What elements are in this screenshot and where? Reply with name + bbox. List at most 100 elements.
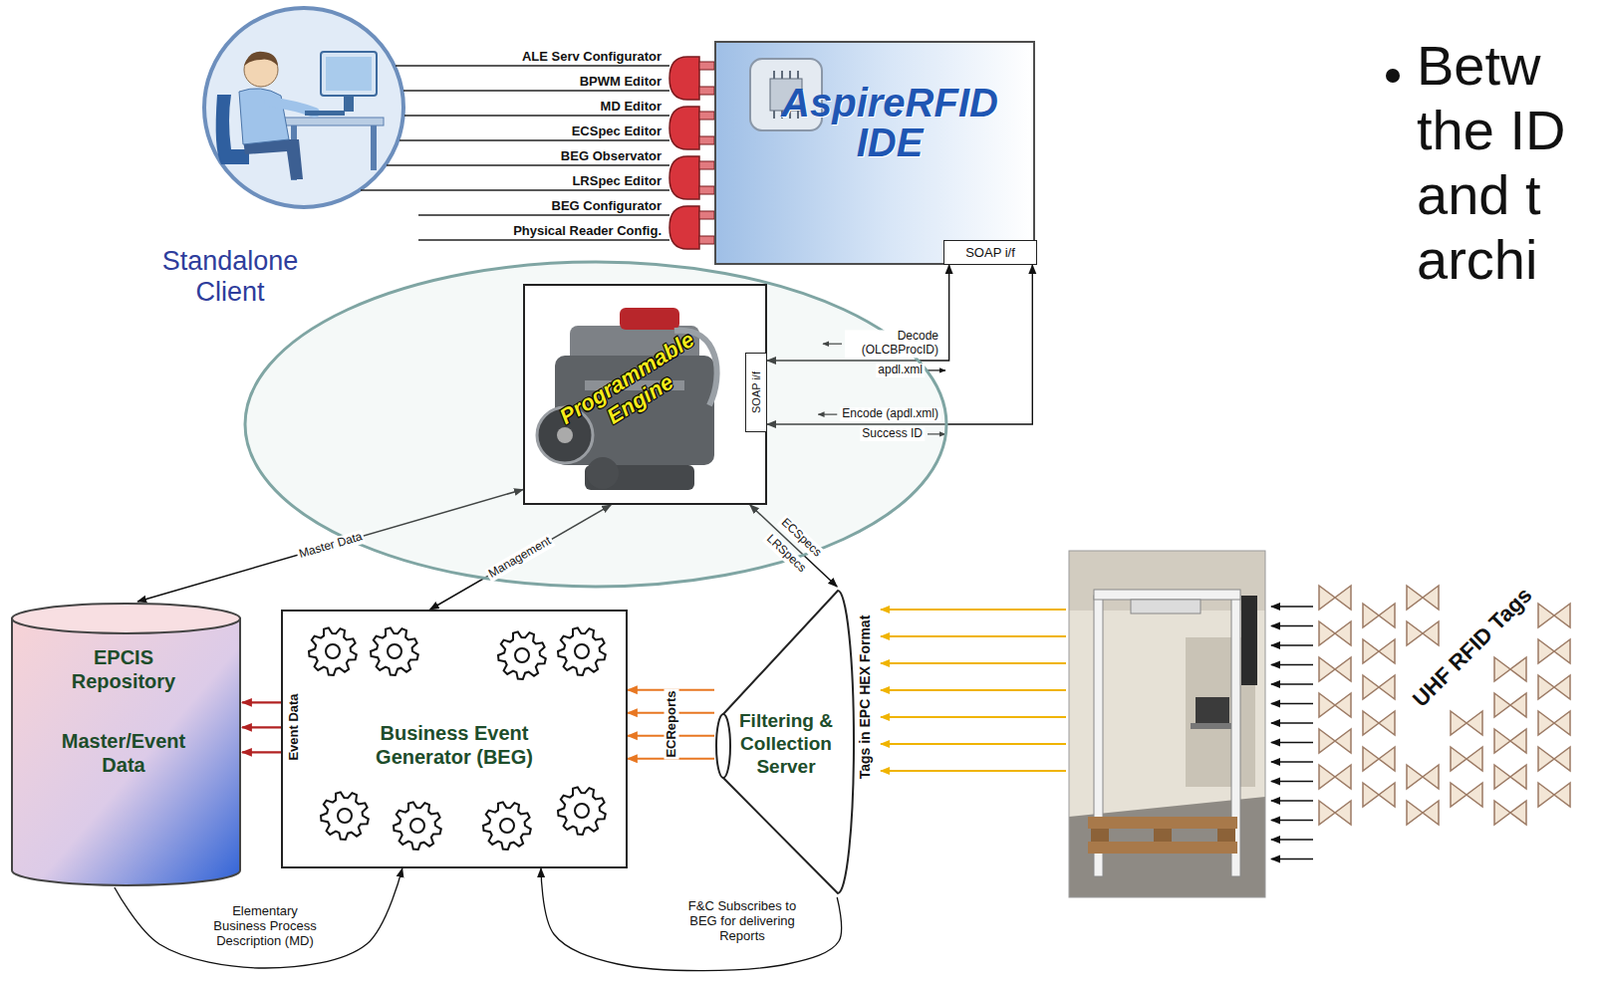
radio-arrow <box>1271 781 1314 783</box>
interface-box: SOAP i/f <box>745 352 768 433</box>
rfid-tag-symbol <box>1538 747 1571 772</box>
funnel-end <box>716 714 731 779</box>
photo-wall <box>1068 550 1266 898</box>
plug-pin <box>699 86 715 95</box>
tag-data-arrow <box>880 662 1067 665</box>
rfid-tag-symbol <box>1494 693 1527 718</box>
photo-frame <box>1068 550 1266 898</box>
connector-label: F&C Subscribes to BEG for delivering Rep… <box>678 899 807 945</box>
rfid-tag-symbol <box>1538 675 1571 700</box>
gear-symbol <box>557 627 606 676</box>
tool-line <box>403 89 670 92</box>
repository-cylinder: EPCIS RepositoryMaster/Event Data <box>9 601 243 888</box>
plug-pin <box>699 136 715 145</box>
tool-line <box>404 114 670 117</box>
bullet-text: archi <box>1416 232 1538 288</box>
tool-line <box>360 189 670 192</box>
user-hair <box>244 51 278 66</box>
portal-beam <box>1093 589 1241 600</box>
tool-line <box>418 214 670 217</box>
desk <box>283 117 384 126</box>
radio-arrow <box>1271 605 1314 607</box>
rfid-tag-symbol <box>1450 747 1483 772</box>
plug-connector <box>669 206 700 250</box>
tool-label: BEG Configurator <box>551 198 663 214</box>
generator-box: Business Event Generator (BEG) <box>280 609 628 869</box>
pallet-deck <box>1087 816 1238 829</box>
plugs <box>669 56 700 250</box>
bullet-text: Betw <box>1416 37 1542 94</box>
chip-pin <box>797 70 800 79</box>
rfid-tag-symbol <box>1450 711 1483 736</box>
chip-pin <box>773 110 776 119</box>
tool-line <box>418 239 670 242</box>
monitor-screen <box>325 56 372 91</box>
tool-label: ECSpec Editor <box>571 123 662 139</box>
radio-arrow <box>1271 625 1314 627</box>
rfid-tag-symbol <box>1319 657 1351 682</box>
server-funnel: Filtering & Collection Server <box>714 586 854 898</box>
radio-arrow <box>1271 664 1314 666</box>
rfid-tag-symbol <box>1538 639 1571 664</box>
cylinder-top <box>11 603 241 634</box>
plug-pin <box>699 211 715 220</box>
photo-monitor <box>1195 697 1230 724</box>
product-logo-text: AspireRFID IDE <box>764 82 1016 163</box>
bullet-text: the ID <box>1416 102 1566 159</box>
gear-symbol <box>498 631 546 680</box>
rfid-tag-symbol <box>1362 603 1395 628</box>
tool-label: Physical Reader Config. <box>513 223 662 239</box>
radio-arrow <box>1271 819 1314 821</box>
monitor-stand <box>343 95 354 112</box>
rfid-tag-symbol <box>1319 693 1351 718</box>
portal-antenna <box>1130 599 1201 614</box>
pallet-block <box>1153 828 1172 842</box>
radio-arrow <box>1271 838 1314 840</box>
rfid-tag-symbol <box>1406 585 1439 610</box>
data-flow-label: Tags in EPC HEX Format <box>856 615 873 781</box>
gear-hub <box>325 644 340 659</box>
radio-arrow <box>1271 858 1314 860</box>
connector-label: Management <box>485 533 556 582</box>
reader-box <box>1241 595 1258 686</box>
user-circle <box>204 7 404 208</box>
repository-title: EPCIS Repository <box>53 645 194 694</box>
tag-data-arrow <box>880 716 1067 719</box>
tool-label: BEG Observator <box>560 148 662 164</box>
rfid-tag-symbol <box>1362 747 1395 772</box>
plug-pin <box>699 161 715 170</box>
gear-hub <box>515 648 530 663</box>
tag-data-arrow <box>880 635 1067 638</box>
tool-label: LRSpec Editor <box>571 173 662 189</box>
keyboard <box>304 110 345 116</box>
plug-connector <box>669 56 700 100</box>
gear-hub <box>574 644 589 659</box>
engine-pulley <box>586 457 619 490</box>
rfid-tag-symbol <box>1406 621 1439 646</box>
gear-symbol <box>557 787 606 835</box>
radio-arrow <box>1271 683 1314 685</box>
tags-label: UHF RFID Tags <box>1407 582 1538 713</box>
gear-symbol <box>320 792 369 840</box>
tool-label: BPWM Editor <box>579 73 662 89</box>
tag-data-arrow <box>880 770 1067 773</box>
server-label: Filtering & Collection Server <box>734 710 838 779</box>
plug-pin <box>699 186 715 195</box>
engine-hub <box>556 427 573 444</box>
message-label: Success ID <box>859 427 925 442</box>
tool-label: ALE Serv Configurator <box>522 48 662 64</box>
group-heading: Standalone Client <box>155 246 305 308</box>
radio-arrow <box>1271 703 1314 705</box>
rfid-tag-symbol <box>1450 783 1483 807</box>
interface-box: SOAP i/f <box>943 240 1038 266</box>
tool-label: MD Editor <box>600 98 662 114</box>
rfid-tag-symbol <box>1494 729 1527 754</box>
repository-subtitle: Master/Event Data <box>53 729 194 778</box>
chip-pin <box>789 70 792 79</box>
user-body <box>239 88 289 145</box>
gear-hub <box>337 808 352 823</box>
reader-photo <box>1068 550 1266 898</box>
gear-hub <box>574 803 589 818</box>
rfid-tag-symbol <box>1319 621 1351 646</box>
cylinder-body <box>11 618 241 886</box>
